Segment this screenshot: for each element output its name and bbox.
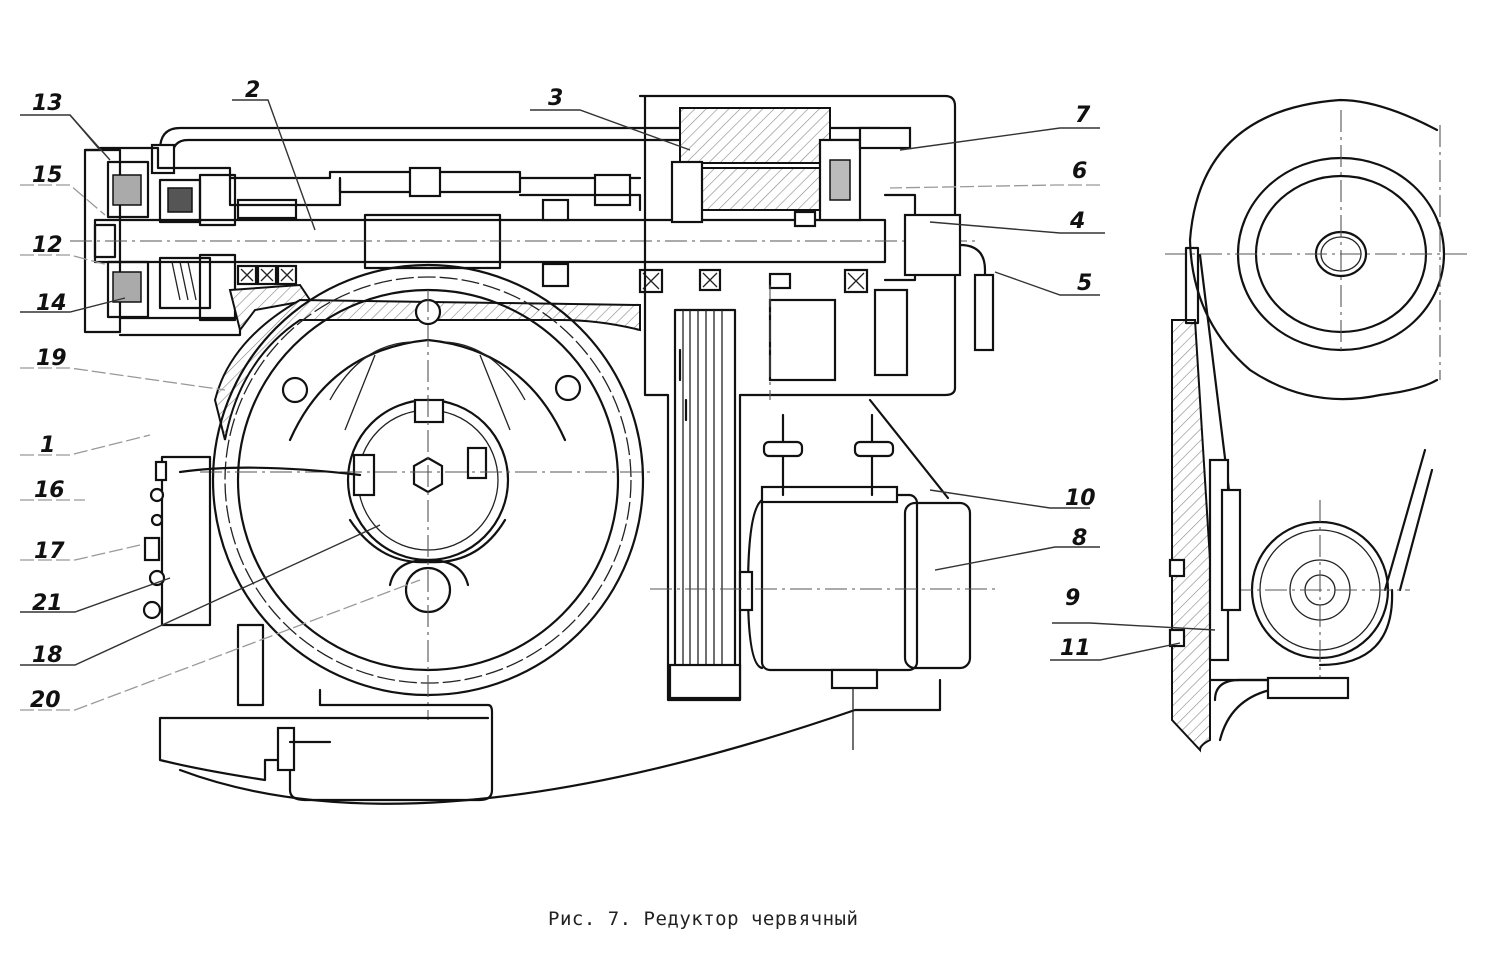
callout-19: 19	[36, 346, 67, 371]
motor-tension-screws	[762, 413, 895, 497]
callout-17: 17	[34, 539, 65, 564]
reducer-base	[158, 623, 942, 805]
callout-labels: 13 15 12 14 19 1 16 17 21 18 20 2 3 7 6 …	[30, 78, 1096, 713]
callout-13: 13	[32, 91, 63, 116]
callout-2: 2	[245, 78, 260, 103]
callout-8: 8	[1072, 526, 1087, 551]
right-housing	[638, 94, 995, 702]
shaft-bearings	[236, 198, 869, 294]
callout-14: 14	[36, 291, 67, 316]
callout-10: 10	[1065, 486, 1096, 511]
callout-6: 6	[1072, 159, 1087, 184]
callout-16: 16	[34, 478, 65, 503]
worm-wheel	[178, 263, 650, 720]
callout-12: 12	[32, 233, 63, 258]
leader-lines	[20, 99, 1216, 711]
callout-5: 5	[1077, 271, 1092, 296]
callout-7: 7	[1075, 103, 1091, 128]
v-belt-pack	[668, 308, 742, 700]
reducer-upper-cover	[228, 166, 642, 212]
electric-motor	[650, 398, 1000, 750]
worm-shaft	[70, 198, 980, 294]
callout-18: 18	[32, 643, 63, 668]
callout-9: 9	[1065, 586, 1080, 611]
callout-20: 20	[30, 688, 61, 713]
front-section-view	[70, 94, 1000, 805]
figure-caption: Рис. 7. Редуктор червячный	[548, 908, 859, 930]
side-view-belt-drive	[1165, 98, 1470, 753]
callout-11: 11	[1060, 636, 1091, 661]
wheel-spokes	[329, 341, 526, 431]
control-box	[142, 455, 212, 627]
callout-1: 1	[40, 433, 55, 458]
callout-15: 15	[32, 163, 63, 188]
callout-21: 21	[32, 591, 63, 616]
callout-4: 4	[1069, 209, 1085, 234]
callout-3: 3	[548, 86, 563, 111]
